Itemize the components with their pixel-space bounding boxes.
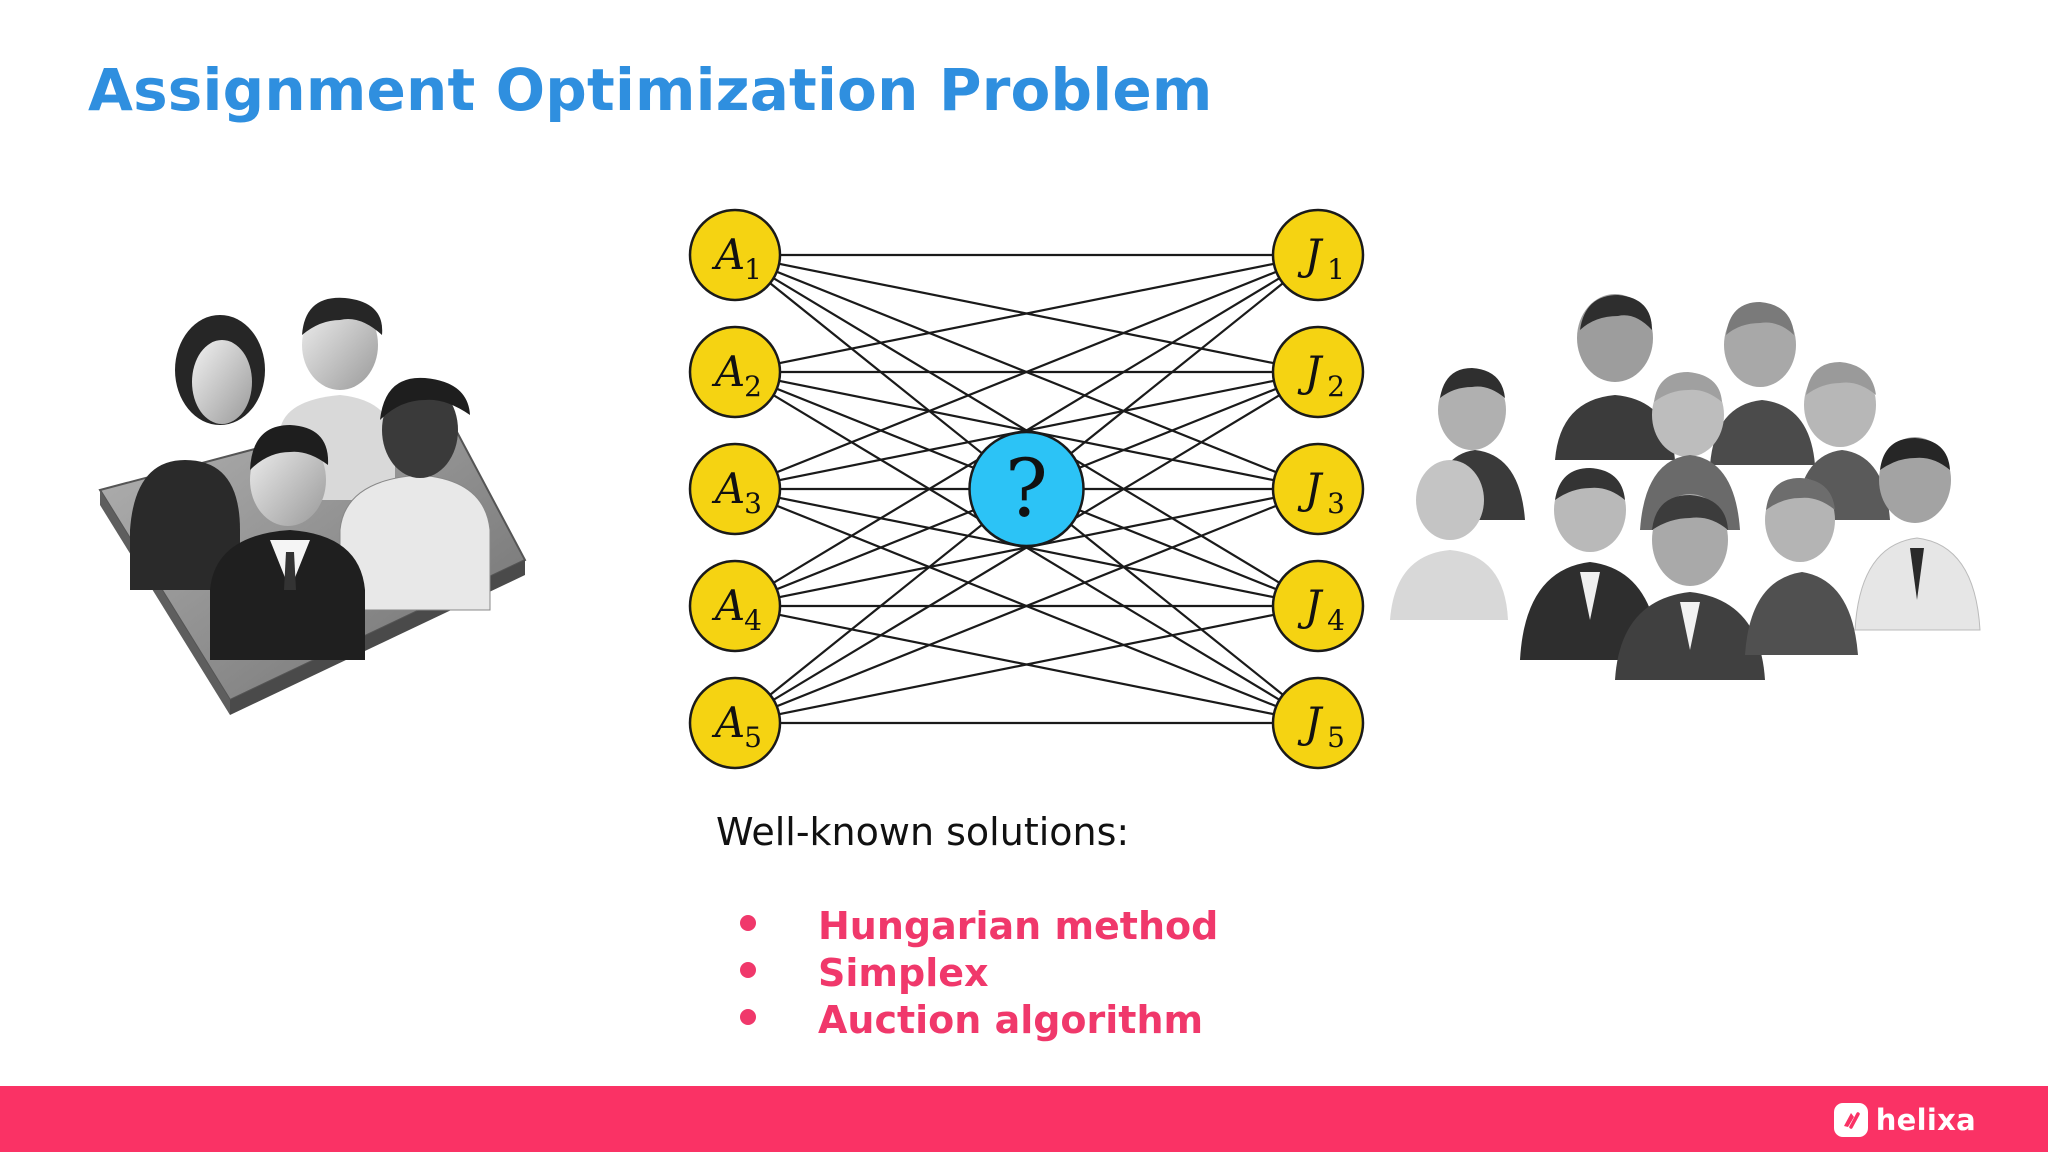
node-letter: A [711, 698, 745, 747]
graph-edge [734, 253, 1319, 491]
agent-node-3: A3 [688, 442, 782, 536]
agent-node-2: A2 [688, 325, 782, 419]
graph-edge [734, 371, 1319, 724]
node-subscript: 5 [1327, 721, 1345, 754]
bullet-icon [740, 1009, 756, 1025]
graph-edge [734, 487, 1319, 725]
node-subscript: 1 [1327, 253, 1345, 286]
agent-node-5: A5 [688, 676, 782, 770]
node-letter: A [711, 347, 745, 396]
graph-edge [734, 253, 1319, 374]
solution-auction: Auction algorithm [818, 998, 1204, 1042]
node-subscript: 3 [744, 487, 762, 520]
brand-name: helixa [1875, 1103, 1976, 1137]
bullet-icon [740, 962, 756, 978]
footer-bar: helixa [0, 1086, 2048, 1152]
center-unknown-node [968, 430, 1085, 548]
node-subscript: 4 [1327, 604, 1345, 637]
node-subscript: 2 [744, 370, 762, 403]
team-group-icon [90, 290, 540, 734]
node-letter: A [711, 581, 745, 630]
node-subscript: 3 [1327, 487, 1345, 520]
solution-simplex: Simplex [818, 951, 989, 995]
solutions-heading: Well-known solutions: [716, 810, 1130, 854]
helixa-logo-icon [1833, 1103, 1868, 1137]
node-subscript: 5 [744, 721, 762, 754]
node-subscript: 4 [744, 604, 762, 637]
node-letter: A [711, 464, 745, 513]
solution-hungarian: Hungarian method [818, 904, 1219, 948]
graph-edge [734, 254, 1319, 607]
node-subscript: 2 [1327, 370, 1345, 403]
slide-title: Assignment Optimization Problem [88, 56, 1213, 124]
crowd-people-icon [1390, 290, 2000, 694]
question-mark: ? [1005, 442, 1048, 535]
graph-edge [734, 604, 1319, 725]
brand-logo[interactable]: helixa [1833, 1102, 1976, 1138]
node-subscript: 1 [744, 253, 762, 286]
agent-node-1: A1 [688, 208, 782, 302]
agent-node-4: A4 [688, 559, 782, 653]
bullet-icon [740, 915, 756, 931]
node-letter: A [711, 230, 745, 279]
